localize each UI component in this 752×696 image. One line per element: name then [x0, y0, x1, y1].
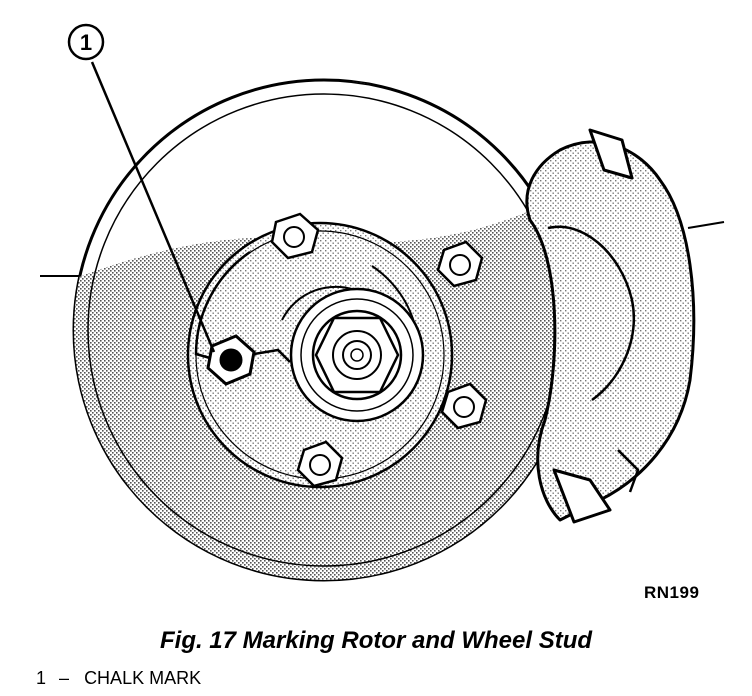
wheel-stud-top-right — [436, 240, 484, 288]
callout-number: 1 — [80, 30, 92, 55]
legend-number: 1 — [36, 668, 47, 688]
callout-1: 1 — [67, 23, 216, 353]
figure-caption: Fig. 17 Marking Rotor and Wheel Stud — [159, 627, 593, 654]
wheel-stud-marked — [206, 334, 256, 386]
axle-centerline — [40, 221, 725, 277]
wheel-stud-bottom-right — [440, 382, 488, 430]
wheel-stud-bottom — [296, 440, 344, 488]
legend-item: 1 – CHALK MARK — [36, 668, 201, 689]
wheel-stud-top-left — [270, 212, 320, 260]
figure-ref-code: RN199 — [644, 583, 700, 602]
brake-caliper — [525, 128, 696, 524]
legend-dash: – — [59, 668, 70, 688]
hub-center-nut — [289, 287, 425, 423]
brake-rotor-illustration: 1 — [40, 23, 725, 582]
callout-leader — [90, 61, 216, 353]
legend-label: CHALK MARK — [84, 668, 202, 688]
chalk-mark — [195, 348, 291, 363]
